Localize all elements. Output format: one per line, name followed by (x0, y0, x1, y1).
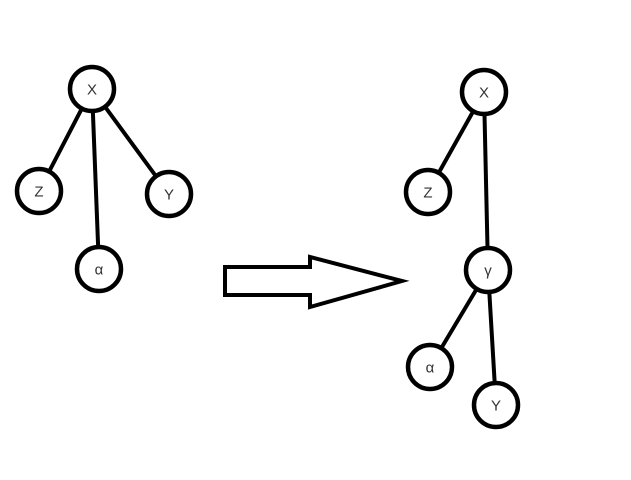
edge-before-X-alpha (90, 87, 101, 271)
node-after-Z: Z (403, 167, 453, 217)
edge-after-X-gamma (482, 90, 490, 272)
node-label-Y: Y (164, 186, 174, 203)
node-circle-X (67, 64, 117, 114)
node-circle-Z (14, 166, 64, 216)
before-tree: X Z Yα (14, 64, 194, 294)
after-tree: X Zγ αY (403, 67, 521, 430)
node-before-X: X (67, 64, 117, 114)
node-label-Y: Y (491, 397, 501, 414)
node-label-X: X (479, 84, 489, 101)
node-before-Y: Y (144, 169, 194, 219)
node-before-Z: Z (14, 166, 64, 216)
node-after-alpha: α (405, 342, 455, 392)
node-circle-alpha (405, 342, 455, 392)
node-circle-Y (471, 380, 521, 430)
node-circle-X (459, 67, 509, 117)
node-circle-gamma (463, 245, 513, 295)
node-label-Z: Z (423, 184, 432, 201)
transformation-arrow-icon (223, 254, 410, 310)
node-after-gamma: γ (463, 245, 513, 295)
node-label-alpha: α (426, 359, 435, 376)
node-before-alpha: α (74, 244, 124, 294)
node-label-Z: Z (34, 183, 43, 200)
node-after-Y: Y (471, 380, 521, 430)
node-circle-alpha (74, 244, 124, 294)
node-circle-Z (403, 167, 453, 217)
node-label-X: X (87, 81, 97, 98)
node-label-gamma: γ (484, 262, 492, 279)
node-label-alpha: α (95, 261, 104, 278)
node-circle-Y (144, 169, 194, 219)
node-after-X: X (459, 67, 509, 117)
